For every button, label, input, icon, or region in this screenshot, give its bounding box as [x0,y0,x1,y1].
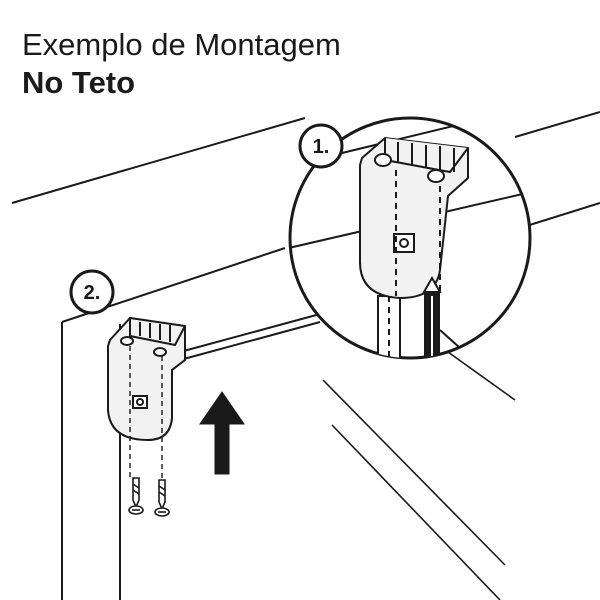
screw-icon [128,477,144,515]
up-arrow-icon [199,391,245,475]
window-lines [322,351,516,600]
title-line-1: Exemplo de Montagem [22,27,341,62]
screw-icon [154,479,170,517]
step-label-1: 1. [313,136,330,158]
step-badge-1: 1. [298,123,344,169]
step-badge-2: 2. [69,269,115,315]
screw-guide-lines [129,346,163,478]
ceiling-rail [61,313,321,600]
mounting-bracket [107,316,186,442]
step-label-2: 2. [84,282,101,304]
diagram-title: Exemplo de Montagem No Teto [22,26,341,102]
title-line-2: No Teto [22,65,136,100]
magnifier-circle-icon [288,116,532,360]
